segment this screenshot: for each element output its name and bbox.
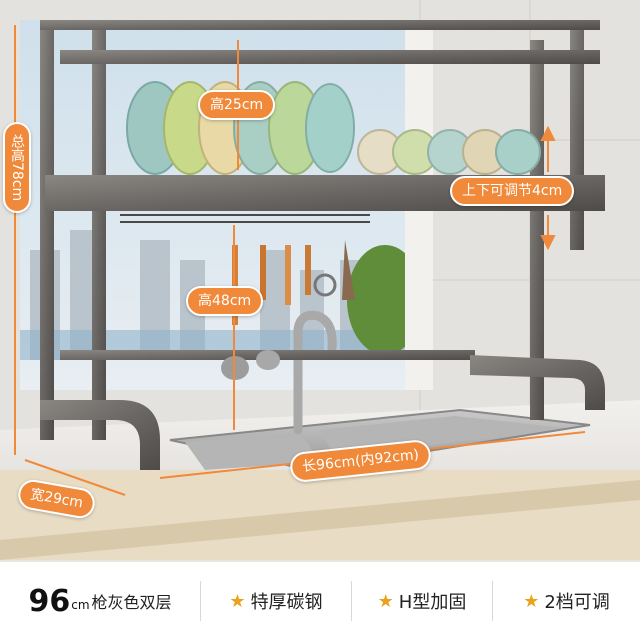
feature-adjustable: ★ 2档可调 [493, 562, 640, 640]
total-height-label: 总高78cm [3, 122, 31, 214]
star-icon: ★ [523, 590, 540, 612]
sink-basin-left [185, 432, 320, 470]
feature-h-reinforce: ★ H型加固 [352, 562, 492, 640]
feature-thick-steel: ★ 特厚碳钢 [201, 562, 351, 640]
product-photo: 总高78cm 高25cm 上下可调节4cm 高48cm 长96cm(内92cm)… [0, 0, 640, 560]
size-number: 96 [28, 583, 71, 619]
feature-size: 96 cm 枪灰色双层 [0, 562, 200, 640]
divider [492, 581, 493, 621]
upper-clearance-label: 高25cm [198, 90, 276, 120]
lower-clearance-label: 高48cm [186, 286, 264, 316]
star-icon: ★ [377, 590, 394, 612]
feature-2-text: H型加固 [398, 592, 467, 613]
divider [200, 581, 201, 621]
feature-1-text: 特厚碳钢 [250, 592, 323, 613]
dish-plates [126, 81, 541, 175]
feature-bar: 96 cm 枪灰色双层 ★ 特厚碳钢 ★ H型加固 ★ 2档可调 [0, 562, 640, 640]
tree [347, 245, 423, 355]
hanging-utensils [221, 240, 355, 380]
cabinet-edge [0, 480, 640, 560]
feature-3-text: 2档可调 [544, 592, 610, 613]
divider [351, 581, 352, 621]
adjust-range-label: 上下可调节4cm [450, 176, 575, 206]
star-icon: ★ [229, 590, 246, 612]
rack-grille [120, 214, 370, 223]
size-unit: cm [71, 598, 90, 612]
size-description: 枪灰色双层 [91, 593, 172, 612]
faucet [293, 310, 337, 435]
